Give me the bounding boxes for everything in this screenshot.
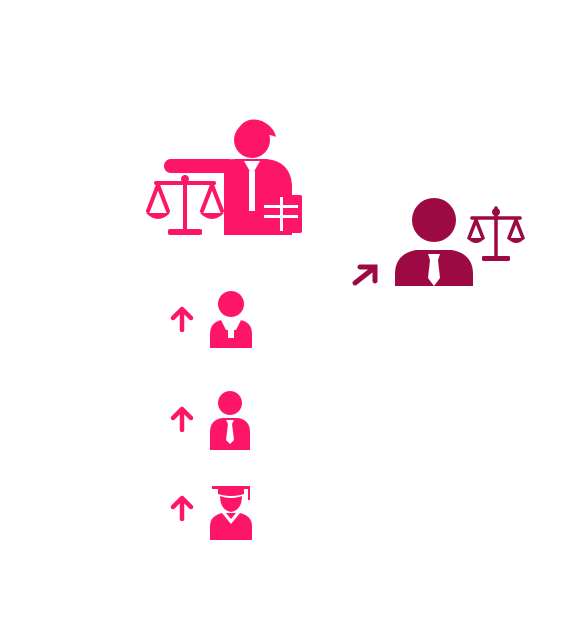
lawyer-bust-icon	[210, 291, 252, 348]
businessman-icon	[210, 391, 250, 450]
arrow-up-icon	[170, 306, 194, 332]
arrow-up-right-icon	[352, 264, 378, 286]
graduate-icon	[210, 486, 252, 540]
arrow-up-icon	[170, 495, 194, 521]
arrow-up-icon	[170, 406, 194, 432]
judge-with-scales-and-book-icon	[146, 119, 302, 235]
lawyer-with-scales-icon	[395, 198, 525, 286]
